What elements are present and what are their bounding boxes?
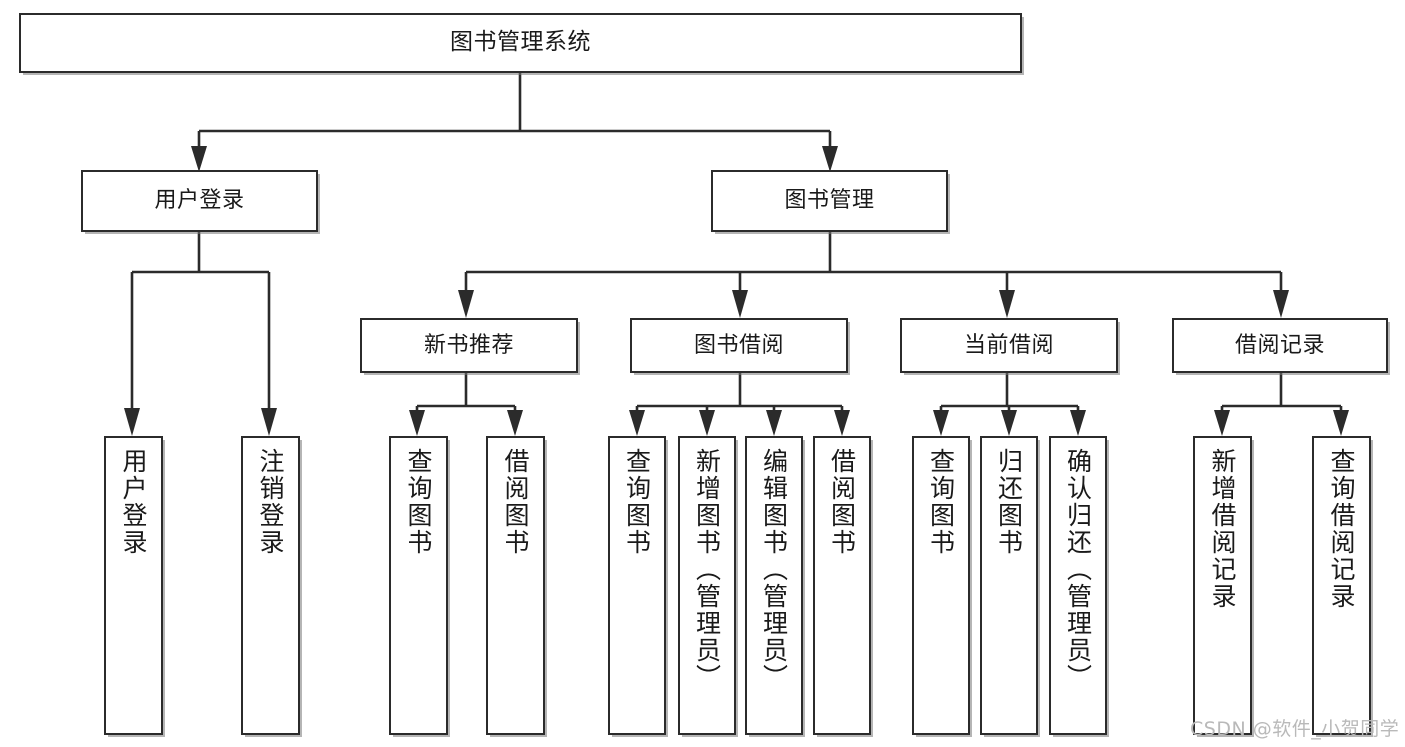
- leaf-current-query-book[interactable]: 查询图书: [912, 436, 970, 735]
- leaf-recommend-query-book[interactable]: 查询图书: [389, 436, 448, 735]
- arrow-to-recommend: [458, 290, 474, 318]
- arrow-to-user-login-leaf2: [261, 408, 277, 436]
- node-book-management[interactable]: 图书管理: [711, 170, 948, 232]
- arrow-to-borrow-leaf1: [629, 410, 645, 436]
- node-label: 新书推荐: [423, 332, 514, 358]
- node-label: 用户登录: [154, 188, 245, 214]
- node-label: 当前借阅: [963, 332, 1054, 358]
- node-label: 确认归还（管理员）: [1063, 448, 1093, 691]
- node-label: 用户登录: [119, 448, 148, 556]
- node-label: 查询借阅记录: [1327, 448, 1356, 610]
- arrow-to-record-leaf1: [1214, 410, 1230, 436]
- node-label: 图书管理系统: [450, 29, 591, 56]
- leaf-current-return-book[interactable]: 归还图书: [980, 436, 1038, 735]
- leaf-record-query-borrow-record[interactable]: 查询借阅记录: [1312, 436, 1371, 735]
- leaf-borrow-add-book-admin[interactable]: 新增图书（管理员）: [678, 436, 736, 735]
- arrow-to-borrow-leaf3: [766, 410, 782, 436]
- node-label: 借阅图书: [501, 448, 530, 556]
- leaf-record-add-borrow-record[interactable]: 新增借阅记录: [1193, 436, 1252, 735]
- node-label: 新增图书（管理员）: [692, 448, 722, 691]
- leaf-user-login-signin[interactable]: 用户登录: [104, 436, 163, 735]
- node-label: 编辑图书（管理员）: [759, 448, 789, 691]
- node-label: 查询图书: [926, 448, 956, 556]
- node-label: 图书管理: [784, 188, 875, 214]
- node-label: 查询图书: [404, 448, 433, 556]
- arrow-to-current-leaf3: [1070, 410, 1086, 436]
- node-current-borrow[interactable]: 当前借阅: [900, 318, 1118, 373]
- arrow-to-borrow-leaf2: [699, 410, 715, 436]
- arrow-to-record-leaf2: [1333, 410, 1349, 436]
- arrow-to-recommend-leaf1: [409, 410, 425, 436]
- node-new-book-recommend[interactable]: 新书推荐: [360, 318, 578, 373]
- leaf-borrow-borrow-book[interactable]: 借阅图书: [813, 436, 871, 735]
- node-label: 注销登录: [256, 448, 285, 556]
- node-borrow-record[interactable]: 借阅记录: [1172, 318, 1388, 373]
- leaf-borrow-edit-book-admin[interactable]: 编辑图书（管理员）: [745, 436, 803, 735]
- node-label: 借阅图书: [827, 448, 857, 556]
- leaf-current-confirm-return-admin[interactable]: 确认归还（管理员）: [1049, 436, 1107, 735]
- leaf-user-login-signout[interactable]: 注销登录: [241, 436, 300, 735]
- node-label: 归还图书: [994, 448, 1024, 556]
- node-label: 查询图书: [622, 448, 652, 556]
- arrow-to-current-leaf1: [933, 410, 949, 436]
- arrow-to-current-leaf2: [1001, 410, 1017, 436]
- arrow-to-record: [1273, 290, 1289, 318]
- node-label: 新增借阅记录: [1208, 448, 1237, 610]
- leaf-recommend-borrow-book[interactable]: 借阅图书: [486, 436, 545, 735]
- node-user-login[interactable]: 用户登录: [81, 170, 318, 232]
- watermark-text: CSDN @软件_小贺同学: [1190, 718, 1400, 740]
- node-book-borrow[interactable]: 图书借阅: [630, 318, 848, 373]
- node-label: 借阅记录: [1234, 332, 1325, 358]
- node-root-book-management-system[interactable]: 图书管理系统: [19, 13, 1022, 73]
- arrow-to-user-login: [191, 146, 207, 172]
- leaf-borrow-query-book[interactable]: 查询图书: [608, 436, 666, 735]
- arrow-to-current: [999, 290, 1015, 318]
- arrow-to-borrow: [732, 290, 748, 318]
- node-label: 图书借阅: [693, 332, 784, 358]
- arrow-to-recommend-leaf2: [507, 410, 523, 436]
- arrow-to-user-login-leaf1: [124, 408, 140, 436]
- arrow-to-book-manage: [822, 146, 838, 172]
- arrow-to-borrow-leaf4: [834, 410, 850, 436]
